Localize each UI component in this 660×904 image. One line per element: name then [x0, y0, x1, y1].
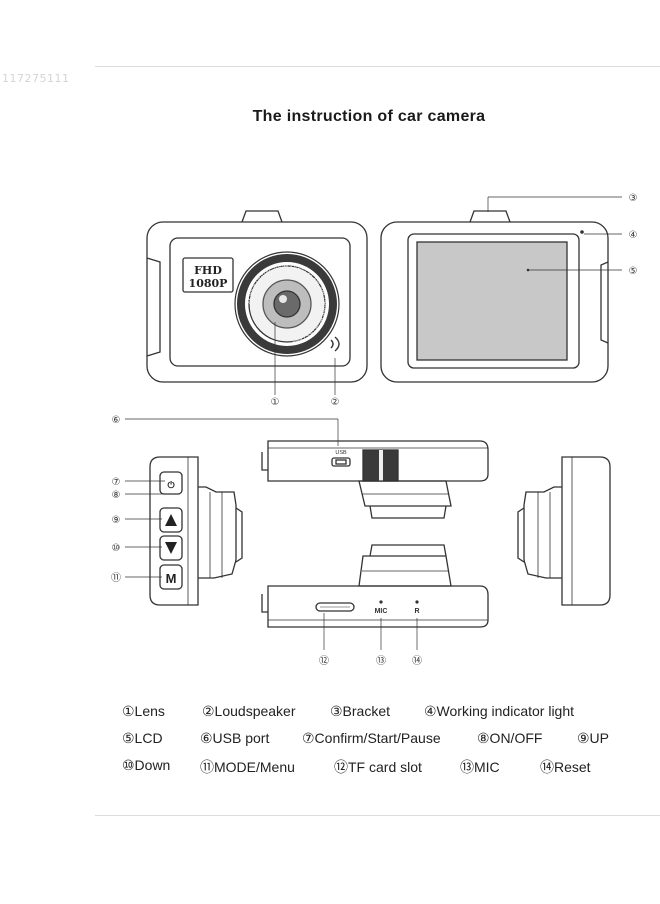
down-button: [159, 535, 183, 561]
svg-text:⏻: ⏻: [167, 480, 175, 490]
lcd-screen: [416, 241, 568, 361]
fhd-badge: [182, 257, 234, 293]
badge-line2: 1080P: [189, 277, 228, 290]
reset-hole: [415, 600, 419, 604]
mic-hole: [379, 600, 383, 604]
callout-3: ③: [629, 193, 638, 204]
callout-10: ⑩: [112, 543, 121, 554]
right-side-view: [517, 456, 611, 606]
callout-12: ⑫: [319, 655, 329, 667]
indicator-light: [580, 230, 584, 234]
up-arrow-icon: [165, 514, 177, 526]
badge-line1: FHD: [194, 264, 222, 277]
bottom-divider: [95, 815, 660, 816]
legend-down: ⑩Down: [122, 757, 171, 773]
callout-7: ⑦: [112, 477, 121, 488]
usb-label: USB: [335, 450, 347, 456]
lens-outer-ring: [234, 251, 340, 357]
power-ok-button: [159, 471, 183, 495]
legend-row: ①Lens ②Loudspeaker ③Bracket ④Working ind…: [122, 703, 642, 730]
callouts: ① ② ③ ④ ⑤ ⑥ ⑦ ⑧ ⑨ ⑩ ⑪ ⑫ ⑬ ⑭: [111, 193, 637, 667]
down-arrow-icon: [165, 542, 177, 554]
watermark: 117275111: [2, 72, 70, 85]
legend-mode: ⑪MODE/Menu: [200, 759, 295, 775]
mic-label: MIC: [375, 608, 388, 615]
callout-9: ⑨: [112, 515, 121, 526]
legend: ①Lens ②Loudspeaker ③Bracket ④Working ind…: [122, 703, 642, 784]
top-view: USB: [125, 418, 489, 519]
back-view: [380, 196, 622, 383]
legend-indicator: ④Working indicator light: [424, 703, 575, 719]
loudspeaker-icon: [330, 336, 340, 352]
up-button: [159, 507, 183, 533]
legend-tf-slot: ⑫TF card slot: [334, 759, 422, 775]
callout-5: ⑤: [629, 266, 638, 277]
legend-up: ⑨UP: [577, 730, 609, 746]
legend-usb-port: ⑥USB port: [200, 730, 270, 746]
left-side-view: ⏻ M: [125, 456, 243, 606]
callout-11: ⑪: [111, 572, 121, 584]
front-view: FHD 1080P 4X WIDE DIGITAL ZOOM 3.0 F=2.3…: [146, 210, 368, 395]
legend-reset: ⑭Reset: [540, 759, 591, 775]
reset-label: R: [414, 608, 419, 615]
callout-6: ⑥: [112, 415, 121, 426]
callout-2: ②: [331, 397, 340, 408]
callout-8: ⑧: [112, 490, 121, 501]
legend-loudspeaker: ②Loudspeaker: [202, 703, 296, 719]
callout-4: ④: [629, 230, 638, 241]
legend-bracket: ③Bracket: [330, 703, 391, 719]
legend-lcd: ⑤LCD: [122, 730, 163, 746]
callout-13: ⑬: [376, 655, 386, 667]
callout-14: ⑭: [412, 655, 422, 667]
front-body: [146, 221, 368, 383]
legend-row: ⑩Down ⑪MODE/Menu ⑫TF card slot ⑬MIC ⑭Res…: [122, 757, 642, 784]
legend-on-off: ⑧ON/OFF: [477, 730, 543, 746]
legend-mic: ⑬MIC: [460, 759, 500, 775]
callout-1: ①: [271, 397, 280, 408]
tf-card-slot: [315, 602, 355, 612]
bottom-view: MIC R: [261, 544, 489, 650]
top-divider: [95, 66, 660, 67]
legend-lens: ①Lens: [122, 703, 165, 719]
svg-text:M: M: [166, 571, 177, 586]
usb-port: [331, 457, 351, 467]
legend-confirm: ⑦Confirm/Start/Pause: [302, 730, 441, 746]
legend-row: ⑤LCD ⑥USB port ⑦Confirm/Start/Pause ⑧ON/…: [122, 730, 642, 757]
page-title: The instruction of car camera: [252, 108, 486, 125]
back-body: [380, 221, 609, 383]
